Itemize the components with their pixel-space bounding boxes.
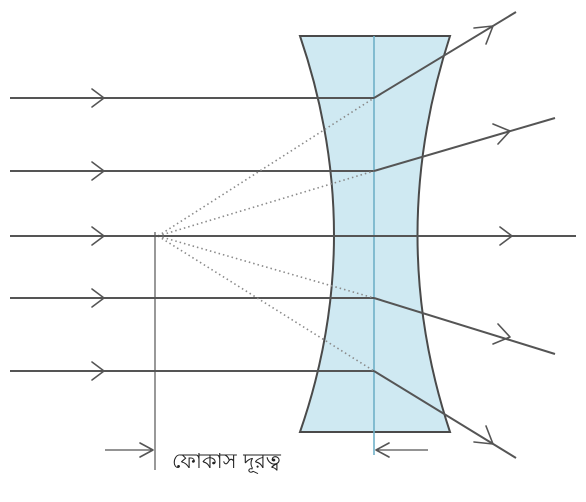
dimension-right-arrow bbox=[375, 442, 390, 458]
arrowhead-4 bbox=[91, 288, 105, 308]
focal-distance-label: ফোকাস দূরত্ব bbox=[172, 449, 282, 473]
arrowhead-r2 bbox=[492, 123, 511, 145]
arrowhead-2 bbox=[91, 161, 105, 181]
incident-arrowheads bbox=[91, 88, 513, 381]
arrowhead-r4 bbox=[492, 323, 511, 345]
virtual-extension-2 bbox=[157, 170, 375, 237]
refracted-ray-2 bbox=[373, 117, 556, 172]
focal-distance-dimension bbox=[105, 442, 428, 458]
refracted-ray-4 bbox=[373, 297, 556, 355]
arrowhead-1 bbox=[91, 88, 105, 108]
virtual-extension-4 bbox=[157, 235, 375, 299]
refracted-arrowheads bbox=[473, 25, 511, 445]
arrowhead-r5 bbox=[473, 425, 494, 445]
dimension-left-arrow bbox=[139, 442, 154, 458]
arrowhead-5 bbox=[91, 361, 105, 381]
concave-lens bbox=[298, 35, 452, 433]
virtual-ray-extensions bbox=[157, 97, 375, 372]
incident-rays bbox=[10, 97, 576, 372]
arrowhead-r1 bbox=[473, 25, 494, 45]
arrowhead-axis-right bbox=[499, 226, 513, 246]
arrowhead-3 bbox=[91, 226, 105, 246]
virtual-extension-5 bbox=[157, 235, 375, 372]
